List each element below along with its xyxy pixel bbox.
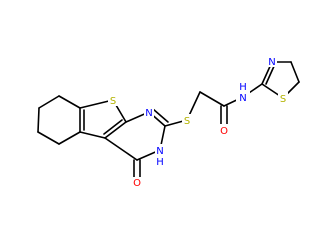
bond <box>58 131 81 145</box>
atom-label-nitrogen: N <box>145 108 152 119</box>
atom-label-sulfur: S <box>280 94 286 105</box>
atom-label-oxygen: O <box>133 178 141 189</box>
atom-label-nitrogen: N <box>156 146 163 157</box>
bond <box>58 95 81 109</box>
atom-label-sulfur: S <box>184 116 190 127</box>
bond <box>290 61 300 83</box>
atom-labels: S N N H O S O H N N S <box>108 55 288 189</box>
bond <box>79 99 114 109</box>
bond <box>79 131 106 139</box>
bond <box>265 63 276 85</box>
bond <box>104 137 138 161</box>
bond <box>103 119 123 135</box>
atom-label-nitrogen: N <box>239 93 246 104</box>
structure-diagram: S N N H O S O H N N S <box>37 55 300 189</box>
bond <box>37 107 40 133</box>
atom-label-hydrogen: H <box>239 82 247 93</box>
bond <box>37 131 60 145</box>
bond-lines <box>37 61 300 179</box>
atom-label-sulfur: S <box>110 96 116 107</box>
bond <box>104 121 127 139</box>
bond <box>152 108 169 123</box>
bond <box>38 95 60 109</box>
atom-label-nitrogen: N <box>268 57 275 68</box>
atom-label-oxygen: O <box>220 126 228 137</box>
bond <box>199 91 225 107</box>
molecule-drawing: S N N H O S O H N N S <box>37 55 300 189</box>
atom-label-hydrogen: H <box>156 157 164 168</box>
